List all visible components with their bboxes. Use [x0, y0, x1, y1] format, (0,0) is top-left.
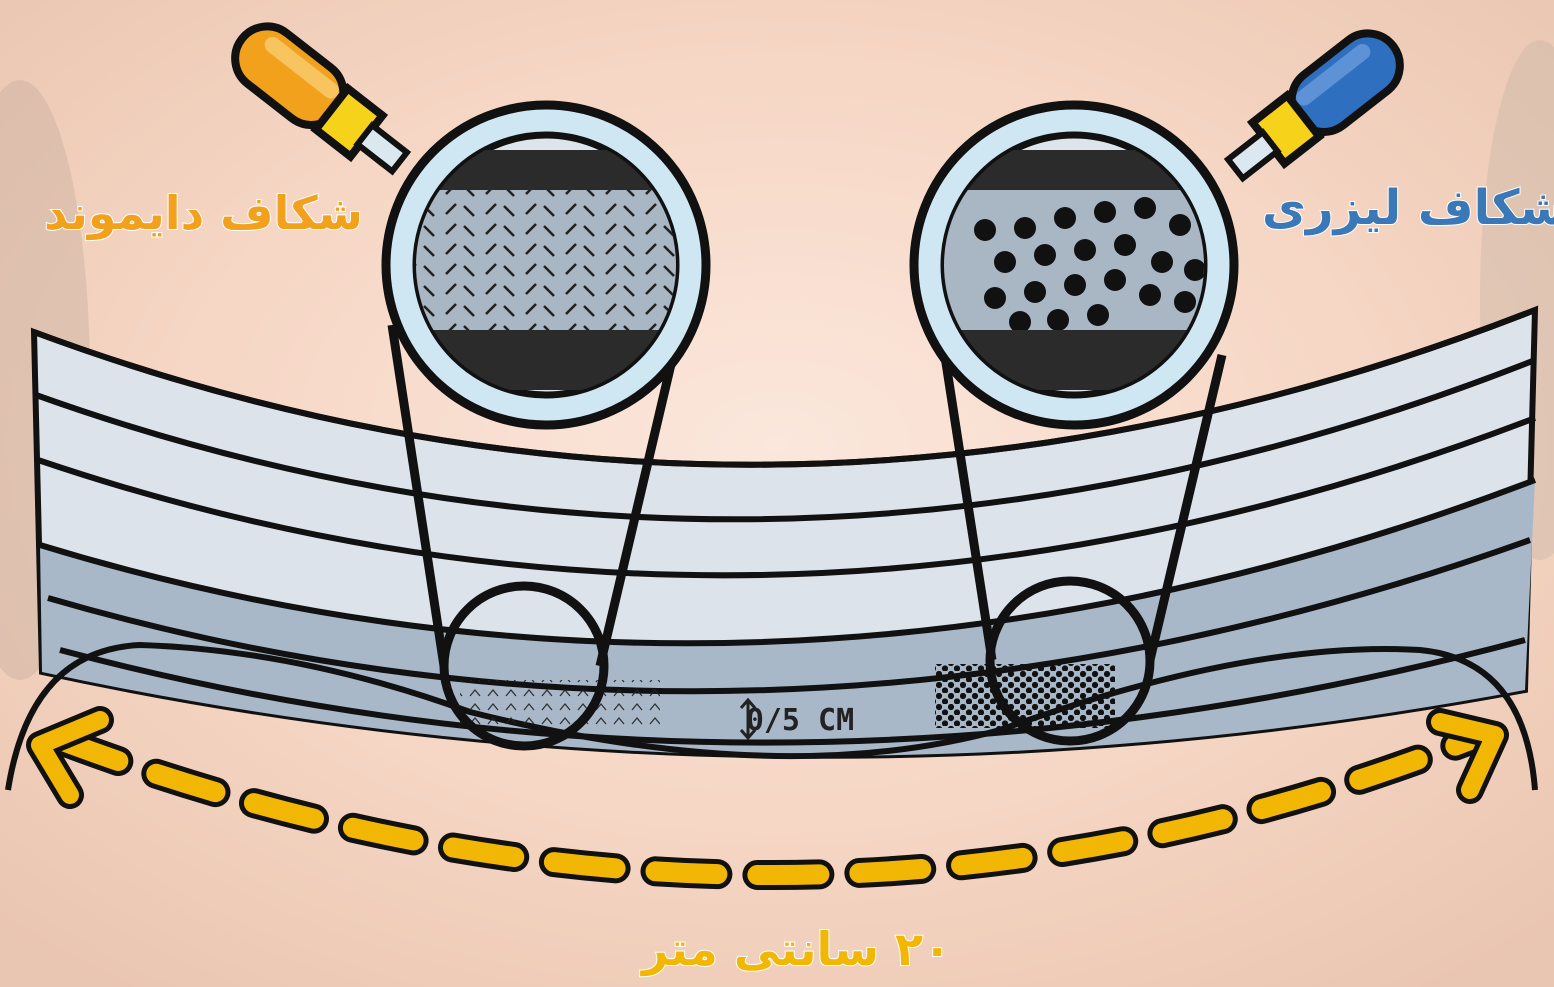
laser-incision-strip	[935, 664, 1115, 728]
laser-incision-label: شکاف لیزری	[1262, 180, 1554, 236]
depth-label: 0/5 CM	[746, 703, 854, 738]
incision-length-label: ۲۰ سانتی متر	[642, 922, 951, 976]
diamond-incision-label: شکاف دایموند	[44, 186, 363, 240]
diamond-incision-strip	[460, 680, 660, 728]
laser-magnifier-icon	[914, 105, 1234, 425]
diamond-magnifier-icon	[386, 105, 706, 425]
